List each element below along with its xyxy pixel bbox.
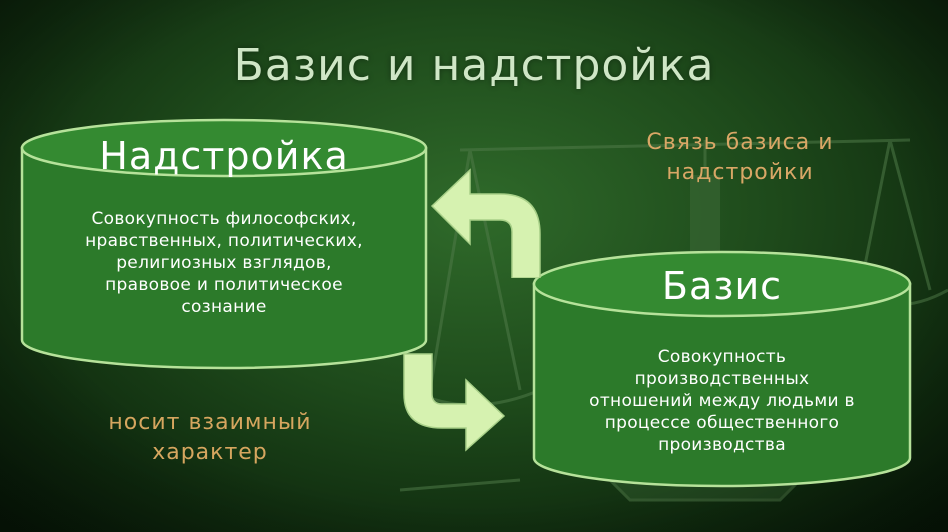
basis-line: процессе общественного <box>604 413 840 433</box>
arrow-down-right-icon <box>403 353 506 452</box>
arrow-up-left-icon <box>430 168 541 278</box>
basis-heading: Базис <box>661 264 783 308</box>
relation-caption: Связь базиса и надстройки <box>600 128 880 188</box>
superstructure-line: правовое и политическое <box>105 275 343 295</box>
relation-caption-line1: Связь базиса и <box>646 130 834 155</box>
page-title: Базис и надстройка <box>233 40 715 91</box>
superstructure-heading: Надстройка <box>99 134 349 178</box>
basis-line: производственных <box>634 369 810 389</box>
mutual-caption-line2: характер <box>152 440 268 465</box>
basis-description: Совокупность производственных отношений … <box>542 346 902 456</box>
superstructure-cylinder: Надстройка Совокупность философских, нра… <box>20 118 428 370</box>
basis-line: производства <box>658 435 786 455</box>
superstructure-line: Совокупность философских, <box>91 209 357 229</box>
basis-line: отношений между людьми в <box>589 391 855 411</box>
mutual-caption: носит взаимный характер <box>60 408 360 468</box>
mutual-caption-line1: носит взаимный <box>108 410 312 435</box>
superstructure-line: нравственных, политических, <box>85 231 363 251</box>
basis-cylinder-shape <box>532 250 912 488</box>
superstructure-line: религиозных взглядов, <box>116 253 332 273</box>
superstructure-description: Совокупность философских, нравственных, … <box>34 208 414 318</box>
superstructure-cylinder-shape <box>20 118 428 370</box>
basis-cylinder: Базис Совокупность производственных отно… <box>532 248 912 488</box>
basis-line: Совокупность <box>657 347 787 367</box>
superstructure-line: сознание <box>181 297 267 317</box>
relation-caption-line2: надстройки <box>666 160 814 185</box>
